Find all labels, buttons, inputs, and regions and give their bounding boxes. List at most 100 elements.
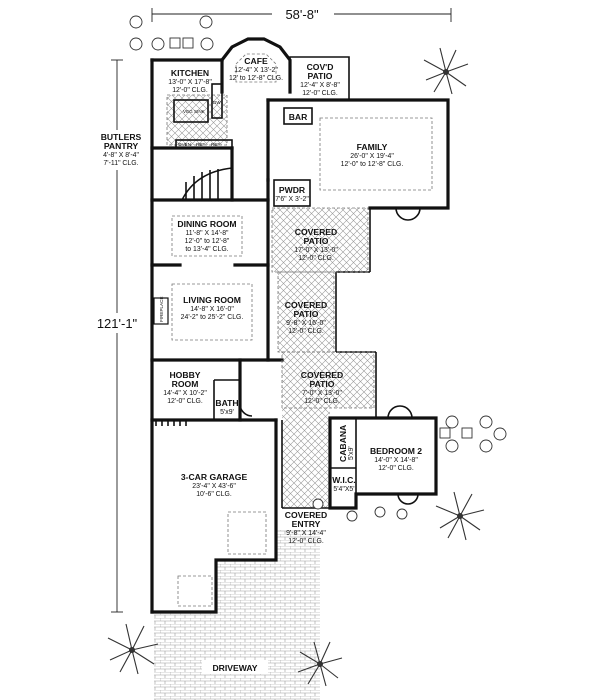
butlers-name: BUTLERS <box>101 132 142 142</box>
kitchen-tile-floor <box>167 95 227 145</box>
wic-size: 5'4"X5' <box>333 486 354 493</box>
ceiling-outlines <box>166 53 433 607</box>
room-patio-1: COVERED PATIO 17'-0" X 13'-0" 12'-0" CLG… <box>294 227 338 262</box>
covd-patio-name2: PATIO <box>308 71 333 81</box>
landscape-shrubs <box>129 15 507 522</box>
overall-depth-label: 121'-1" <box>97 316 138 331</box>
patio3-ceiling: 12'-0" CLG. <box>304 398 340 405</box>
palm-tree-2 <box>435 491 485 541</box>
covd-patio-size: 12'-4" X 8'-8" <box>300 82 340 89</box>
patio1-name2: PATIO <box>304 236 329 246</box>
palm-tree-1 <box>423 47 469 95</box>
oven-label: OVEN <box>178 142 191 147</box>
patio2-name: COVERED <box>285 300 328 310</box>
driveway-name: DRIVEWAY <box>212 663 257 673</box>
patio2-tile <box>278 272 334 352</box>
room-cafe: CAFE 12'-4" X 13'-2" 12' to 12'-8" CLG. <box>229 56 283 82</box>
bedroom2-size: 14'-0" X 14'-8" <box>374 457 418 464</box>
patio1-name: COVERED <box>295 227 338 237</box>
pwdr-size: 7'6" X 3'-2" <box>275 196 309 203</box>
bar-name: BAR <box>289 112 308 122</box>
driveway: DRIVEWAY <box>202 660 268 674</box>
room-bar: BAR <box>289 112 308 122</box>
room-covered-entry: COVERED ENTRY 9'-8" X 14'-4" 12'-0" CLG. <box>285 510 328 545</box>
patio3-tile <box>282 352 374 408</box>
room-covd-patio: COV'D PATIO 12'-4" X 8'-8" 12'-0" CLG. <box>300 62 340 97</box>
bath-size: 5'x9' <box>220 409 234 416</box>
bedroom2-ceiling: 12'-0" CLG. <box>378 465 414 472</box>
pwdr-name: PWDR <box>279 185 306 195</box>
entry-name: COVERED <box>285 510 328 520</box>
covd-patio-name: COV'D <box>307 62 334 72</box>
hobby-size: 14'-4" X 10'-2" <box>163 390 207 397</box>
room-dining: DINING ROOM 11'-8" X 14'-8" 12'-0" to 12… <box>177 219 236 253</box>
patio1-ceiling: 12'-0" CLG. <box>298 255 334 262</box>
dining-ceiling2: to 13'-4" CLG. <box>185 246 228 253</box>
entry-tile <box>282 408 330 508</box>
kitchen-size: 13'-0" X 17'-8" <box>168 79 212 86</box>
dimension-width: 58'-8" <box>151 4 452 22</box>
room-living: LIVING ROOM 14'-8" X 16'-0" 24'-2" to 25… <box>181 295 244 321</box>
hobby-ceiling: 12'-0" CLG. <box>167 398 203 405</box>
patio1-tile <box>272 208 368 272</box>
room-hobby: HOBBY ROOM 14'-4" X 10'-2" 12'-0" CLG. <box>163 370 207 405</box>
room-kitchen: KITCHEN 13'-0" X 17'-8" 12'-0" CLG. <box>168 68 212 94</box>
family-size: 26'-0" X 19'-4" <box>350 153 394 160</box>
hobby-name2: ROOM <box>172 379 199 389</box>
hobby-name: HOBBY <box>169 370 200 380</box>
family-ceiling: 12'-0" to 12'-8" CLG. <box>341 161 404 168</box>
patio2-name2: PATIO <box>294 309 319 319</box>
covd-patio-ceiling: 12'-0" CLG. <box>302 90 338 97</box>
ref-label-2: REF <box>211 142 220 147</box>
palm-tree-4 <box>297 641 343 687</box>
dining-name: DINING ROOM <box>177 219 236 229</box>
bath-name: BATH <box>215 398 238 408</box>
exterior-walls <box>150 37 450 614</box>
room-family: FAMILY 26'-0" X 19'-4" 12'-0" to 12'-8" … <box>341 142 404 168</box>
patio1-size: 17'-0" X 13'-0" <box>294 247 338 254</box>
kitchen-ceiling: 12'-0" CLG. <box>172 87 208 94</box>
wic-name: W.I.C. <box>332 475 355 485</box>
garage-ceiling: 10'-6" CLG. <box>196 491 232 498</box>
living-name: LIVING ROOM <box>183 295 241 305</box>
family-name: FAMILY <box>357 142 388 152</box>
room-patio-2: COVERED PATIO 9'-8" X 16'-0" 12'-0" CLG. <box>285 300 328 335</box>
cafe-name: CAFE <box>244 56 268 66</box>
butlers-size: 4'-8" X 8'-4" <box>103 152 139 159</box>
dining-ceiling: 12'-0" to 12'-8" <box>185 238 230 245</box>
cafe-ceiling: 12' to 12'-8" CLG. <box>229 75 283 82</box>
living-ceiling: 24'-2" to 25'-2" CLG. <box>181 314 244 321</box>
bedroom2-name: BEDROOM 2 <box>370 446 422 456</box>
ref-label-1: REF <box>196 142 205 147</box>
cabana-size: 5'x9' <box>348 446 355 460</box>
hatched-floors <box>154 95 374 700</box>
patio3-size: 7'-0" X 13'-0" <box>302 390 342 397</box>
overall-width-label: 58'-8" <box>285 7 319 22</box>
room-garage: 3-CAR GARAGE 23'-4" X 43'-6" 10'-6" CLG. <box>181 472 248 498</box>
room-patio-3: COVERED PATIO 7'-0" X 13'-0" 12'-0" CLG. <box>301 370 344 405</box>
living-size: 14'-8" X 16'-0" <box>190 306 234 313</box>
patio2-ceiling: 12'-0" CLG. <box>288 328 324 335</box>
butlers-ceiling: 7'-11" CLG. <box>103 160 138 167</box>
kitchen-name: KITCHEN <box>171 68 209 78</box>
room-butlers-pantry: BUTLERS PANTRY 4'-8" X 8'-4" 7'-11" CLG. <box>92 130 148 170</box>
fireplace: FIREPLACE <box>153 296 169 325</box>
cafe-size: 12'-4" X 13'-2" <box>234 67 278 74</box>
dining-size: 11'-8" X 14'-8" <box>185 230 229 237</box>
kitchen-fixtures: VEG SINK DW OVEN REF REF <box>173 83 233 149</box>
room-cabana: CABANA 5'x9' <box>338 425 355 462</box>
room-bedroom-2: BEDROOM 2 14'-0" X 14'-8" 12'-0" CLG. <box>370 446 422 472</box>
entry-name2: ENTRY <box>292 519 321 529</box>
entry-ceiling: 12'-0" CLG. <box>288 538 324 545</box>
room-bath: BATH 5'x9' <box>215 398 238 416</box>
garage-size: 23'-4" X 43'-6" <box>192 483 236 490</box>
palm-tree-3 <box>107 623 159 675</box>
patio2-size: 9'-8" X 16'-0" <box>286 320 326 327</box>
veg-sink-label: VEG SINK <box>183 109 206 114</box>
garage-name: 3-CAR GARAGE <box>181 472 248 482</box>
cabana-name: CABANA <box>338 425 348 462</box>
entry-size: 9'-8" X 14'-4" <box>286 530 326 537</box>
patio3-name2: PATIO <box>310 379 335 389</box>
dw-label: DW <box>213 100 221 105</box>
